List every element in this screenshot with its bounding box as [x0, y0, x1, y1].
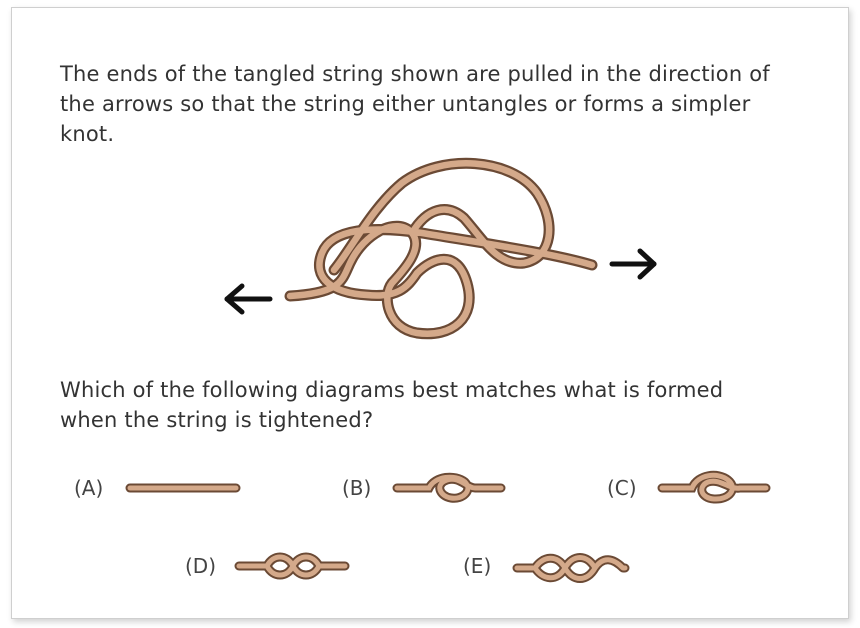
left-arrow-icon [224, 283, 273, 315]
option-c-label[interactable]: (C) [607, 476, 637, 500]
rope-segment [328, 157, 555, 276]
figure-eight-knot-icon[interactable] [234, 546, 357, 586]
question-line-1: Which of the following diagrams best mat… [60, 378, 724, 402]
question-prompt: The ends of the tangled string shown are… [60, 59, 840, 149]
rope-segment [284, 220, 598, 340]
loop-knot-icon[interactable] [657, 468, 780, 508]
option-a-label[interactable]: (A) [74, 476, 104, 500]
overhand-knot-icon[interactable] [392, 468, 515, 508]
question-card: The ends of the tangled string shown are… [11, 7, 849, 619]
prompt-line-1: The ends of the tangled string shown are… [60, 62, 770, 86]
option-e-label[interactable]: (E) [463, 554, 492, 578]
right-arrow-icon [609, 248, 657, 280]
question-line-2: when the string is tightened? [60, 408, 374, 432]
prompt-line-2: the arrows so that the string either unt… [60, 92, 751, 116]
stevedore-knot-icon[interactable] [512, 546, 635, 586]
prompt-line-3: knot. [60, 122, 115, 146]
option-d-label[interactable]: (D) [185, 554, 217, 578]
straight-string-icon[interactable] [125, 478, 248, 498]
question-text: Which of the following diagrams best mat… [60, 375, 840, 435]
option-b-label[interactable]: (B) [342, 476, 372, 500]
